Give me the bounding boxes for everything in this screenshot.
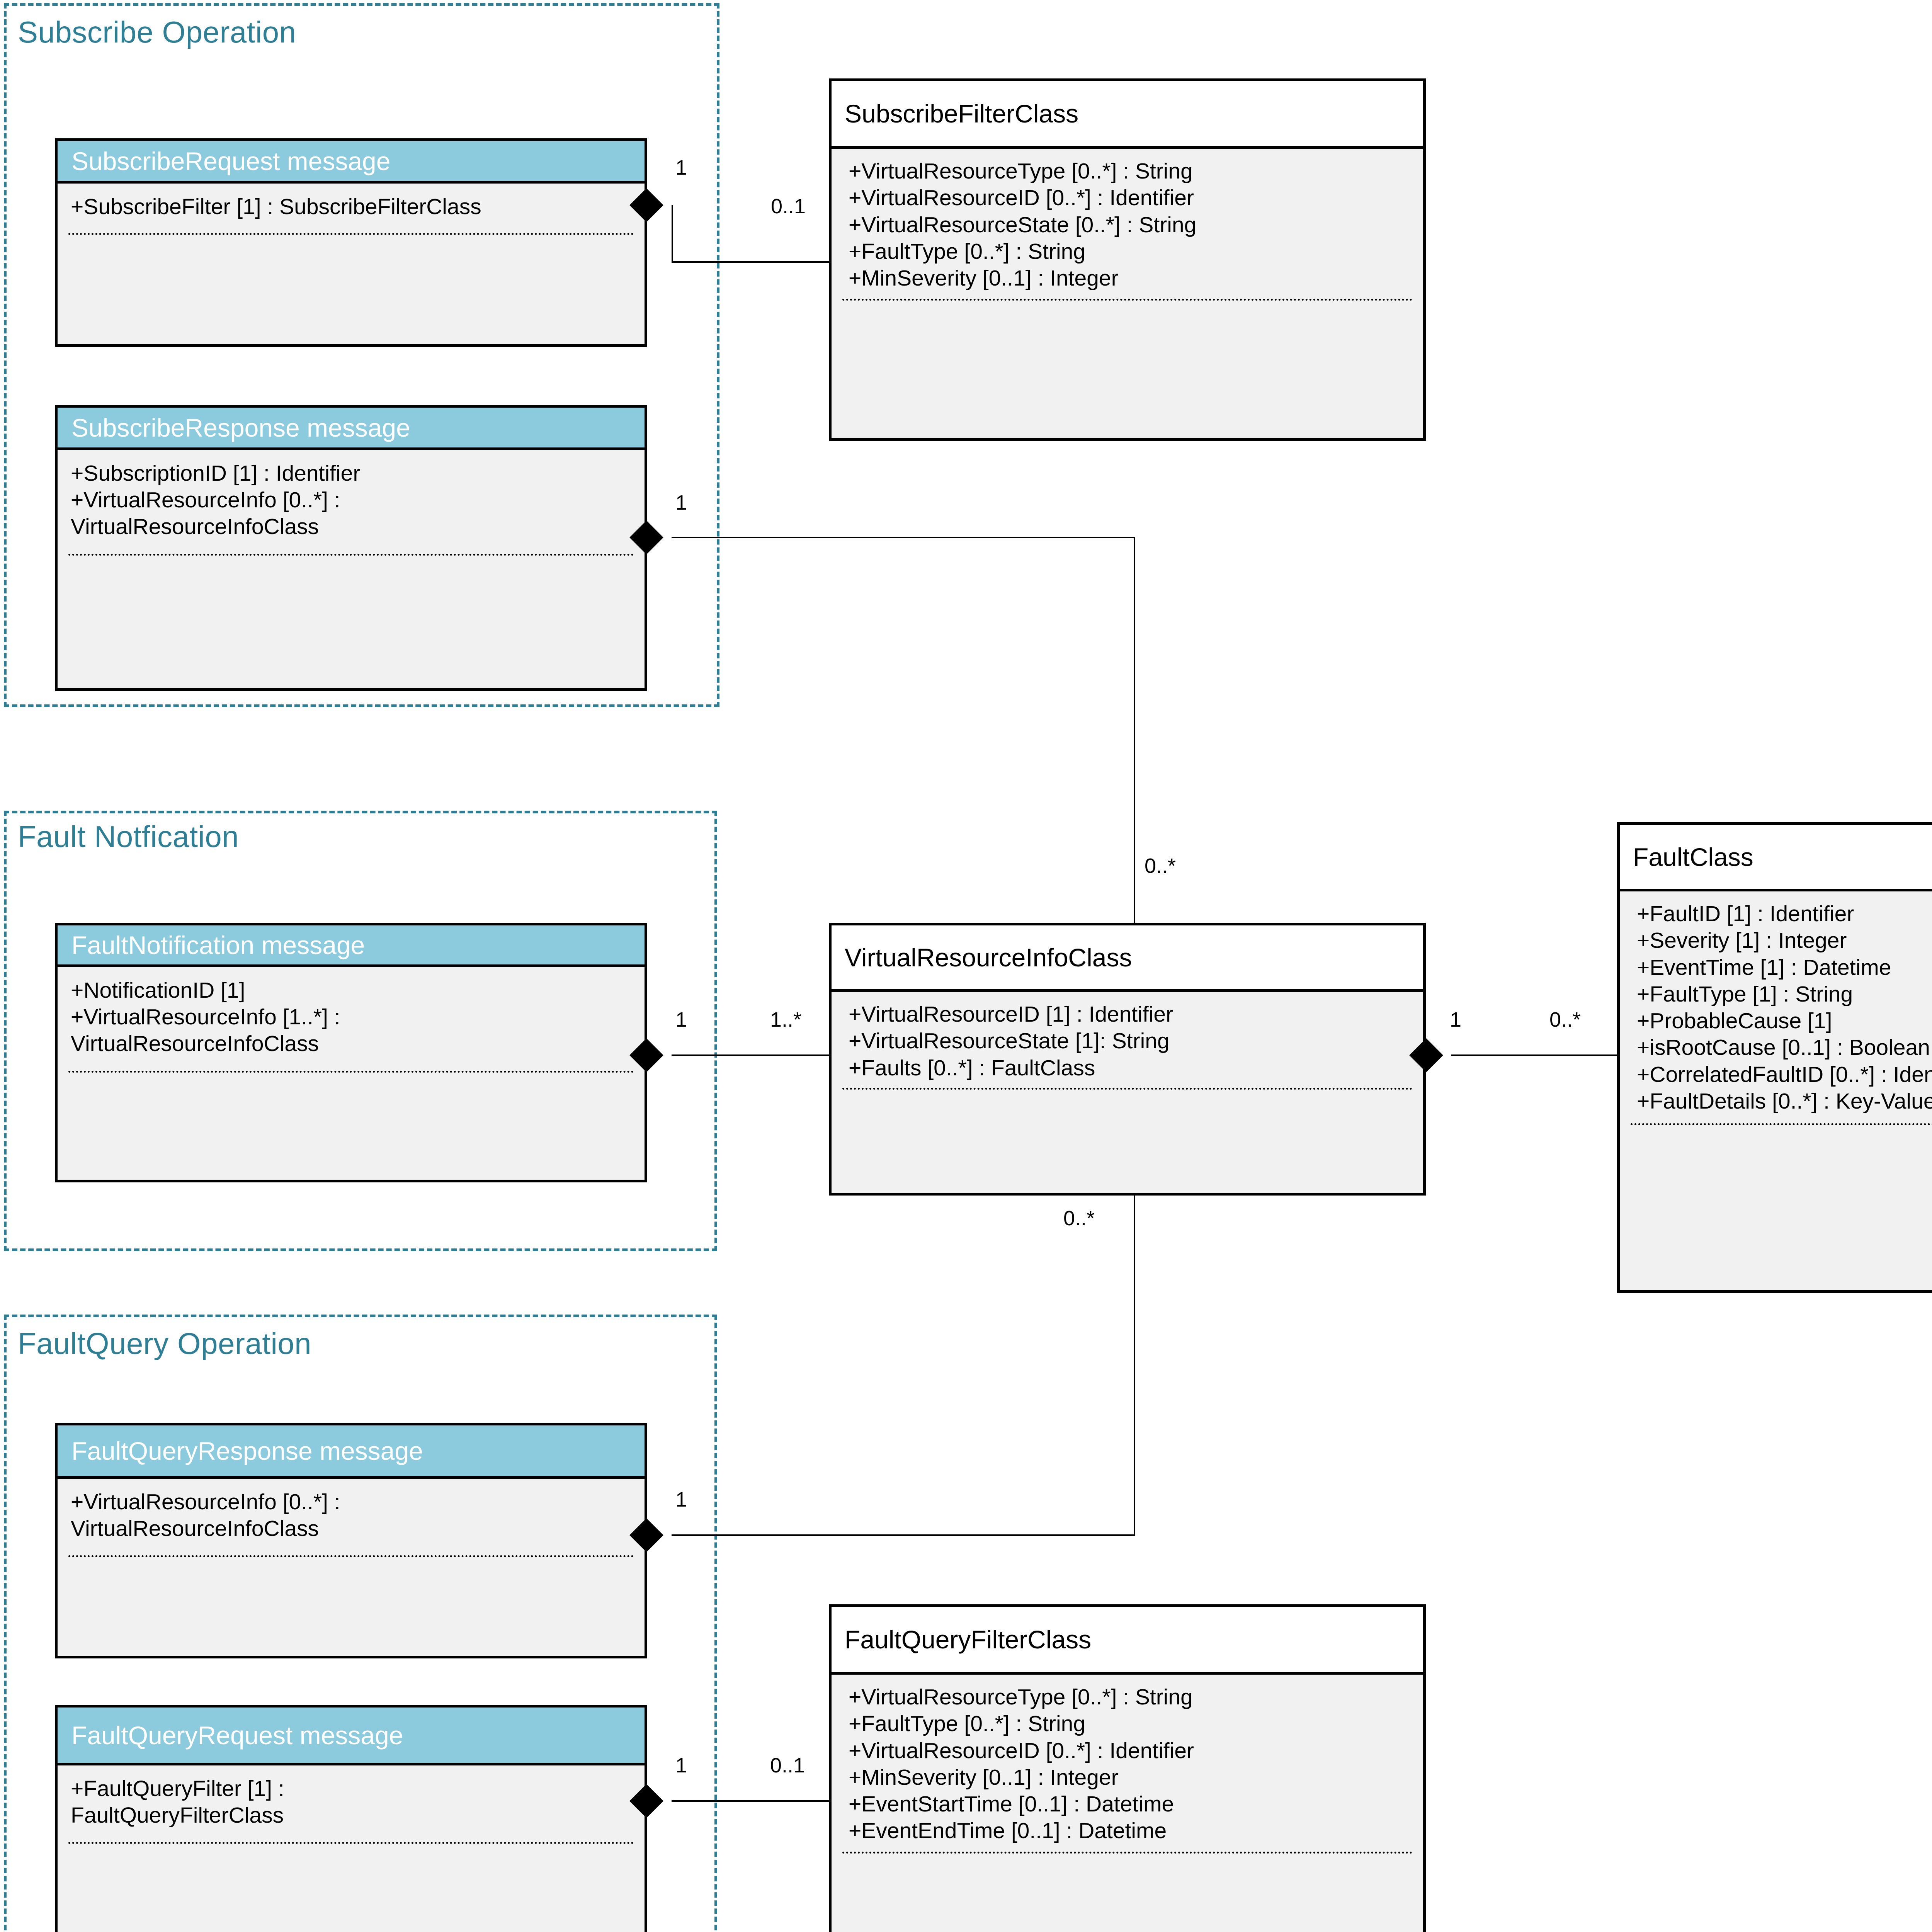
multiplicity-label: 1..*	[770, 1008, 802, 1031]
class-body-faultquery-filter-class: +VirtualResourceType [0..*] : String +Fa…	[832, 1675, 1423, 1932]
message-body-faultquery-response: +VirtualResourceInfo [0..*] : VirtualRes…	[58, 1479, 645, 1658]
compartment-separator	[68, 1555, 634, 1557]
message-body-subscribe-response: +SubscriptionID [1] : Identifier +Virtua…	[58, 450, 645, 691]
class-name-faultquery-filter-class: FaultQueryFilterClass	[832, 1607, 1423, 1675]
attribute-row: VirtualResourceInfoClass	[71, 1031, 319, 1056]
association-line-segment	[672, 537, 1135, 538]
association-line-segment	[672, 1534, 1135, 1536]
attribute-row: VirtualResourceInfoClass	[71, 1516, 319, 1541]
message-box-fault-notification[interactable]: FaultNotification message +NotificationI…	[55, 923, 647, 1182]
association-line-segment	[672, 1800, 830, 1802]
attribute-row: +FaultType [0..*] : String	[849, 239, 1086, 264]
multiplicity-label: 1	[1450, 1008, 1462, 1031]
association-line-segment	[672, 1054, 830, 1056]
class-box-fault-class[interactable]: FaultClass +FaultID [1] : Identifier +Se…	[1617, 822, 1932, 1293]
attribute-row: +VirtualResourceID [1] : Identifier	[849, 1002, 1173, 1027]
compartment-separator	[842, 299, 1412, 301]
multiplicity-label: 1	[675, 156, 687, 179]
group-title-fault-notification: Fault Notfication	[18, 820, 239, 854]
message-box-faultquery-request[interactable]: FaultQueryRequest message +FaultQueryFil…	[55, 1705, 647, 1932]
attribute-row: +VirtualResourceState [0..*] : String	[849, 212, 1197, 237]
association-line-segment	[672, 205, 673, 261]
attribute-row: +VirtualResourceInfo [0..*] :	[71, 487, 340, 512]
attribute-row: +MinSeverity [0..1] : Integer	[849, 1765, 1119, 1790]
compartment-separator	[68, 1842, 634, 1844]
attribute-row: +VirtualResourceType [0..*] : String	[849, 159, 1193, 184]
message-body-subscribe-request: +SubscribeFilter [1] : SubscribeFilterCl…	[58, 184, 645, 347]
class-body-fault-class: +FaultID [1] : Identifier +Severity [1] …	[1620, 891, 1932, 1290]
group-faultquery-operation	[4, 1315, 717, 1932]
attribute-row: +Severity [1] : Integer	[1637, 928, 1847, 953]
message-box-faultquery-response[interactable]: FaultQueryResponse message +VirtualResou…	[55, 1423, 647, 1658]
attribute-row: +FaultID [1] : Identifier	[1637, 901, 1854, 926]
compartment-separator	[1631, 1123, 1932, 1125]
attribute-row: +isRootCause [0..1] : Boolean	[1637, 1035, 1930, 1060]
compartment-separator	[68, 1071, 634, 1073]
message-body-faultquery-request: +FaultQueryFilter [1] : FaultQueryFilter…	[58, 1765, 645, 1932]
group-title-faultquery-operation: FaultQuery Operation	[18, 1327, 312, 1361]
attribute-row: +SubscribeFilter [1] : SubscribeFilterCl…	[71, 194, 481, 219]
group-title-subscribe-operation: Subscribe Operation	[18, 15, 296, 49]
multiplicity-label: 0..1	[771, 195, 806, 218]
attribute-row: +CorrelatedFaultID [0..*] : Identifier	[1637, 1062, 1932, 1087]
multiplicity-label: 0..*	[1145, 854, 1176, 878]
attribute-row: +VirtualResourceInfo [0..*] :	[71, 1490, 340, 1514]
attribute-row: +FaultType [1] : String	[1637, 981, 1853, 1007]
attribute-row: +FaultDetails [0..*] : Key-Value pairs	[1637, 1088, 1932, 1114]
attribute-row: +MinSeverity [0..1] : Integer	[849, 266, 1119, 291]
association-line-segment	[672, 261, 829, 263]
message-box-subscribe-response[interactable]: SubscribeResponse message +SubscriptionI…	[55, 405, 647, 691]
attribute-row: +NotificationID [1]	[71, 978, 245, 1003]
class-name-fault-class: FaultClass	[1620, 825, 1932, 891]
attribute-row: FaultQueryFilterClass	[71, 1803, 284, 1828]
attribute-row: +VirtualResourceID [0..*] : Identifier	[849, 1738, 1194, 1763]
association-line-segment	[1134, 537, 1135, 924]
attribute-row: +EventTime [1] : Datetime	[1637, 955, 1891, 980]
attribute-row: +ProbableCause [1]	[1637, 1009, 1832, 1033]
class-body-virtual-resource-info-class: +VirtualResourceID [1] : Identifier +Vir…	[832, 992, 1423, 1193]
attribute-row: +FaultType [0..*] : String	[849, 1711, 1086, 1736]
compartment-separator	[842, 1088, 1412, 1090]
multiplicity-label: 0..*	[1063, 1207, 1095, 1230]
multiplicity-label: 1	[675, 1008, 687, 1031]
attribute-row: +Faults [0..*] : FaultClass	[849, 1055, 1095, 1080]
class-box-faultquery-filter-class[interactable]: FaultQueryFilterClass +VirtualResourceTy…	[829, 1604, 1426, 1932]
attribute-row: +EventStartTime [0..1] : Datetime	[849, 1792, 1174, 1816]
group-subscribe-operation	[4, 3, 719, 707]
multiplicity-label: 1	[675, 1488, 687, 1511]
attribute-row: +VirtualResourceInfo [1..*] :	[71, 1004, 340, 1029]
compartment-separator	[68, 554, 634, 556]
association-line-segment	[1134, 1196, 1135, 1535]
multiplicity-label: 0..*	[1549, 1008, 1581, 1031]
class-box-virtual-resource-info-class[interactable]: VirtualResourceInfoClass +VirtualResourc…	[829, 923, 1426, 1196]
association-line-segment	[1451, 1054, 1618, 1056]
multiplicity-label: 0..1	[770, 1754, 805, 1777]
compartment-separator	[842, 1852, 1412, 1854]
message-header-fault-notification: FaultNotification message	[58, 925, 645, 967]
message-header-subscribe-request: SubscribeRequest message	[58, 141, 645, 184]
compartment-separator	[68, 233, 634, 235]
message-header-subscribe-response: SubscribeResponse message	[58, 408, 645, 450]
message-box-subscribe-request[interactable]: SubscribeRequest message +SubscribeFilte…	[55, 138, 647, 347]
class-body-subscribe-filter-class: +VirtualResourceType [0..*] : String +Vi…	[832, 149, 1423, 438]
attribute-row: +SubscriptionID [1] : Identifier	[71, 461, 361, 486]
class-name-subscribe-filter-class: SubscribeFilterClass	[832, 81, 1423, 149]
message-header-faultquery-response: FaultQueryResponse message	[58, 1425, 645, 1479]
message-body-fault-notification: +NotificationID [1] +VirtualResourceInfo…	[58, 967, 645, 1182]
attribute-row: +VirtualResourceID [0..*] : Identifier	[849, 185, 1194, 211]
class-box-subscribe-filter-class[interactable]: SubscribeFilterClass +VirtualResourceTyp…	[829, 78, 1426, 441]
attribute-row: +VirtualResourceState [1]: String	[849, 1029, 1170, 1054]
multiplicity-label: 1	[675, 491, 687, 514]
attribute-row: +EventEndTime [0..1] : Datetime	[849, 1818, 1167, 1844]
group-fault-notification	[4, 811, 717, 1251]
attribute-row: +VirtualResourceType [0..*] : String	[849, 1685, 1193, 1709]
class-name-virtual-resource-info-class: VirtualResourceInfoClass	[832, 925, 1423, 992]
message-header-faultquery-request: FaultQueryRequest message	[58, 1708, 645, 1765]
multiplicity-label: 1	[675, 1754, 687, 1777]
attribute-row: VirtualResourceInfoClass	[71, 514, 319, 539]
attribute-row: +FaultQueryFilter [1] :	[71, 1776, 284, 1801]
